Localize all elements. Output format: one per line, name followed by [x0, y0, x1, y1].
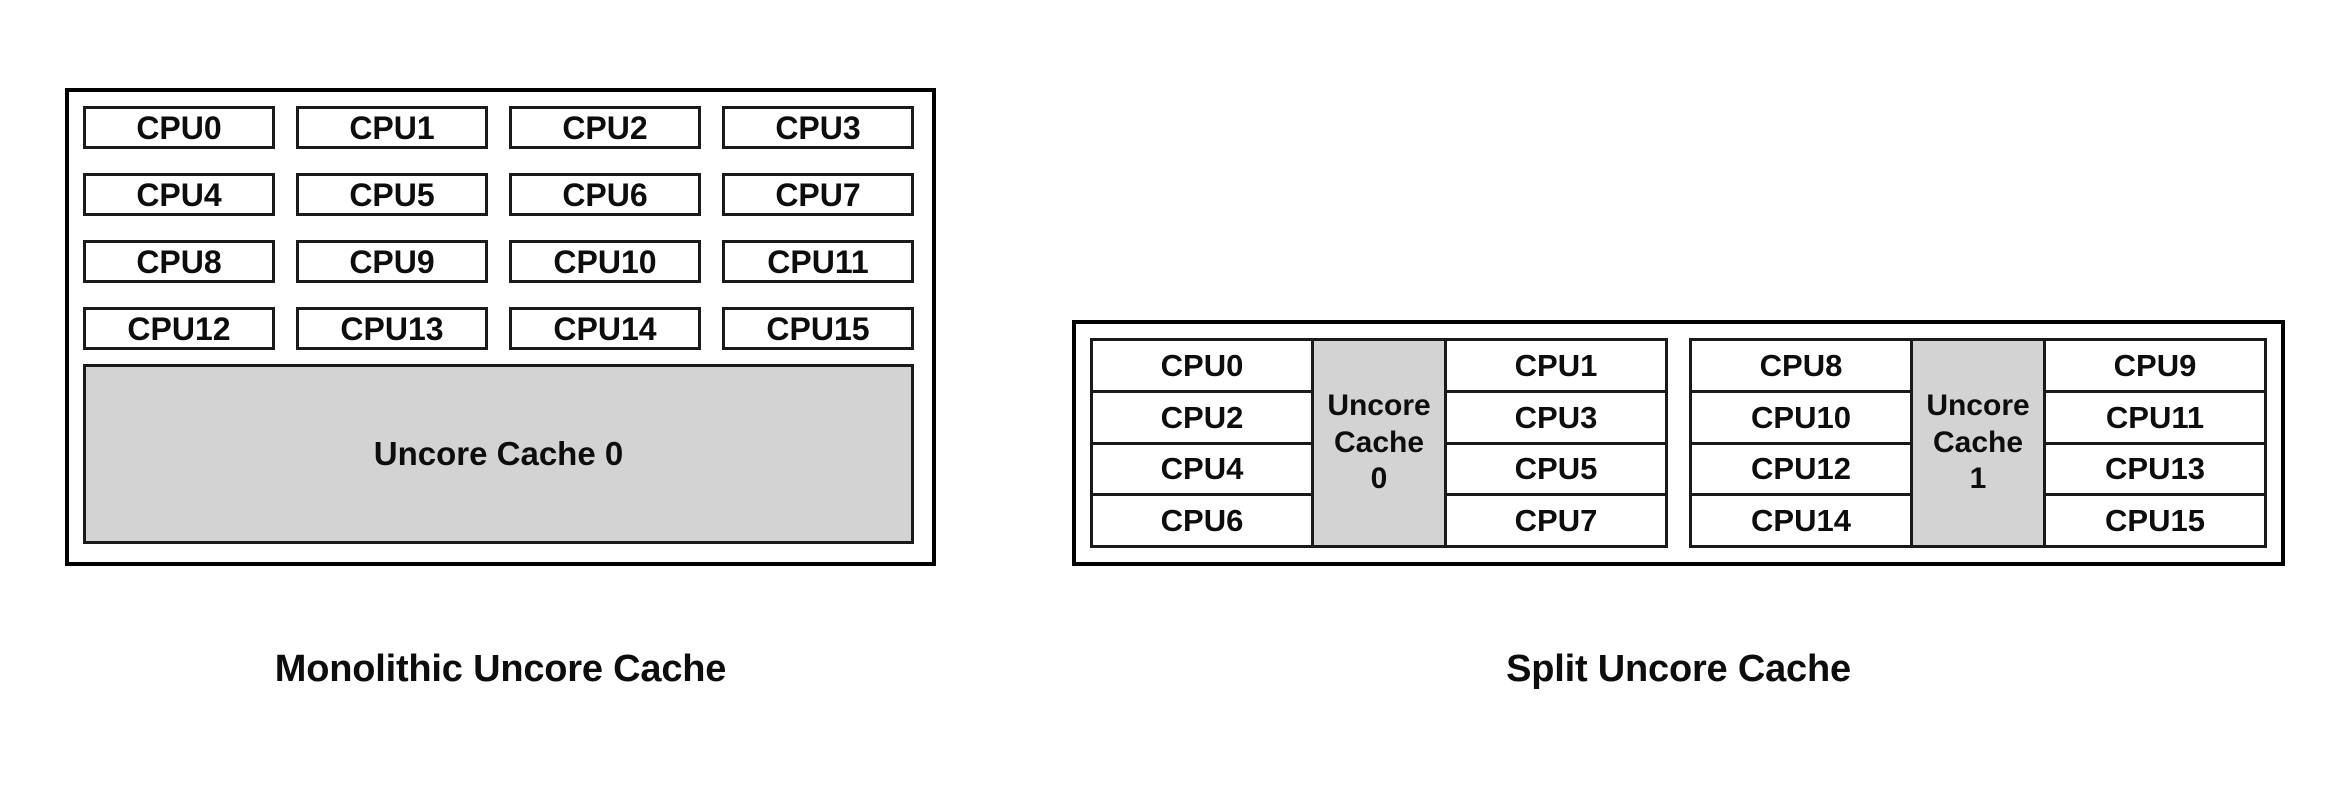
cpu-box: CPU3 — [1447, 392, 1665, 445]
cpu-column-right: CPU1 CPU3 CPU5 CPU7 — [1447, 341, 1665, 545]
uncore-cache-line-1: Uncore — [1327, 389, 1431, 423]
cache-group: CPU8 CPU10 CPU12 CPU14 Uncore Cache 1 CP… — [1689, 338, 2267, 548]
cpu-box: CPU1 — [296, 106, 488, 149]
cpu-box: CPU2 — [1093, 392, 1311, 445]
monolithic-cpu-grid: CPU0 CPU1 CPU2 CPU3 CPU4 CPU5 CPU6 CPU7 … — [83, 106, 914, 350]
cpu-box: CPU9 — [296, 240, 488, 283]
uncore-cache-index: 0 — [1370, 462, 1388, 496]
cpu-box: CPU8 — [83, 240, 275, 283]
uncore-cache-index: 1 — [1969, 462, 1987, 496]
cpu-box: CPU13 — [2046, 444, 2264, 497]
split-uncore-panel: CPU0 CPU2 CPU4 CPU6 Uncore Cache 0 CPU1 … — [1072, 320, 2285, 566]
split-caption: Split Uncore Cache — [1506, 648, 1851, 690]
cpu-box: CPU4 — [83, 173, 275, 216]
uncore-cache-block: Uncore Cache 0 — [1311, 341, 1447, 545]
cpu-box: CPU0 — [83, 106, 275, 149]
cpu-box: CPU4 — [1093, 444, 1311, 497]
cpu-box: CPU13 — [296, 307, 488, 350]
cpu-box: CPU15 — [722, 307, 914, 350]
cpu-box: CPU5 — [296, 173, 488, 216]
cpu-box: CPU12 — [1692, 444, 1910, 497]
cpu-box: CPU10 — [1692, 392, 1910, 445]
cpu-column-right: CPU9 CPU11 CPU13 CPU15 — [2046, 341, 2264, 545]
monolithic-uncore-panel: CPU0 CPU1 CPU2 CPU3 CPU4 CPU5 CPU6 CPU7 … — [65, 88, 936, 566]
uncore-cache-line-1: Uncore — [1926, 389, 2030, 423]
cpu-box: CPU3 — [722, 106, 914, 149]
cpu-box: CPU6 — [509, 173, 701, 216]
cpu-box: CPU2 — [509, 106, 701, 149]
cpu-box: CPU8 — [1692, 341, 1910, 393]
cpu-box: CPU7 — [722, 173, 914, 216]
monolithic-caption: Monolithic Uncore Cache — [274, 648, 727, 690]
cpu-box: CPU9 — [2046, 341, 2264, 393]
cpu-box: CPU6 — [1093, 496, 1311, 545]
cpu-box: CPU15 — [2046, 496, 2264, 545]
cpu-box: CPU0 — [1093, 341, 1311, 393]
cpu-box: CPU14 — [1692, 496, 1910, 545]
cpu-box: CPU1 — [1447, 341, 1665, 393]
cpu-box: CPU14 — [509, 307, 701, 350]
cpu-box: CPU5 — [1447, 444, 1665, 497]
cache-group: CPU0 CPU2 CPU4 CPU6 Uncore Cache 0 CPU1 … — [1090, 338, 1668, 548]
cpu-box: CPU10 — [509, 240, 701, 283]
cpu-column-left: CPU0 CPU2 CPU4 CPU6 — [1093, 341, 1311, 545]
uncore-cache-line-2: Cache — [1333, 425, 1425, 459]
cpu-box: CPU11 — [2046, 392, 2264, 445]
cpu-box: CPU12 — [83, 307, 275, 350]
uncore-cache-block: Uncore Cache 0 — [83, 364, 914, 544]
uncore-cache-block: Uncore Cache 1 — [1910, 341, 2046, 545]
split-cache-groups: CPU0 CPU2 CPU4 CPU6 Uncore Cache 0 CPU1 … — [1090, 338, 2267, 548]
cpu-column-left: CPU8 CPU10 CPU12 CPU14 — [1692, 341, 1910, 545]
cpu-box: CPU11 — [722, 240, 914, 283]
cpu-box: CPU7 — [1447, 496, 1665, 545]
uncore-cache-line-2: Cache — [1932, 425, 2024, 459]
